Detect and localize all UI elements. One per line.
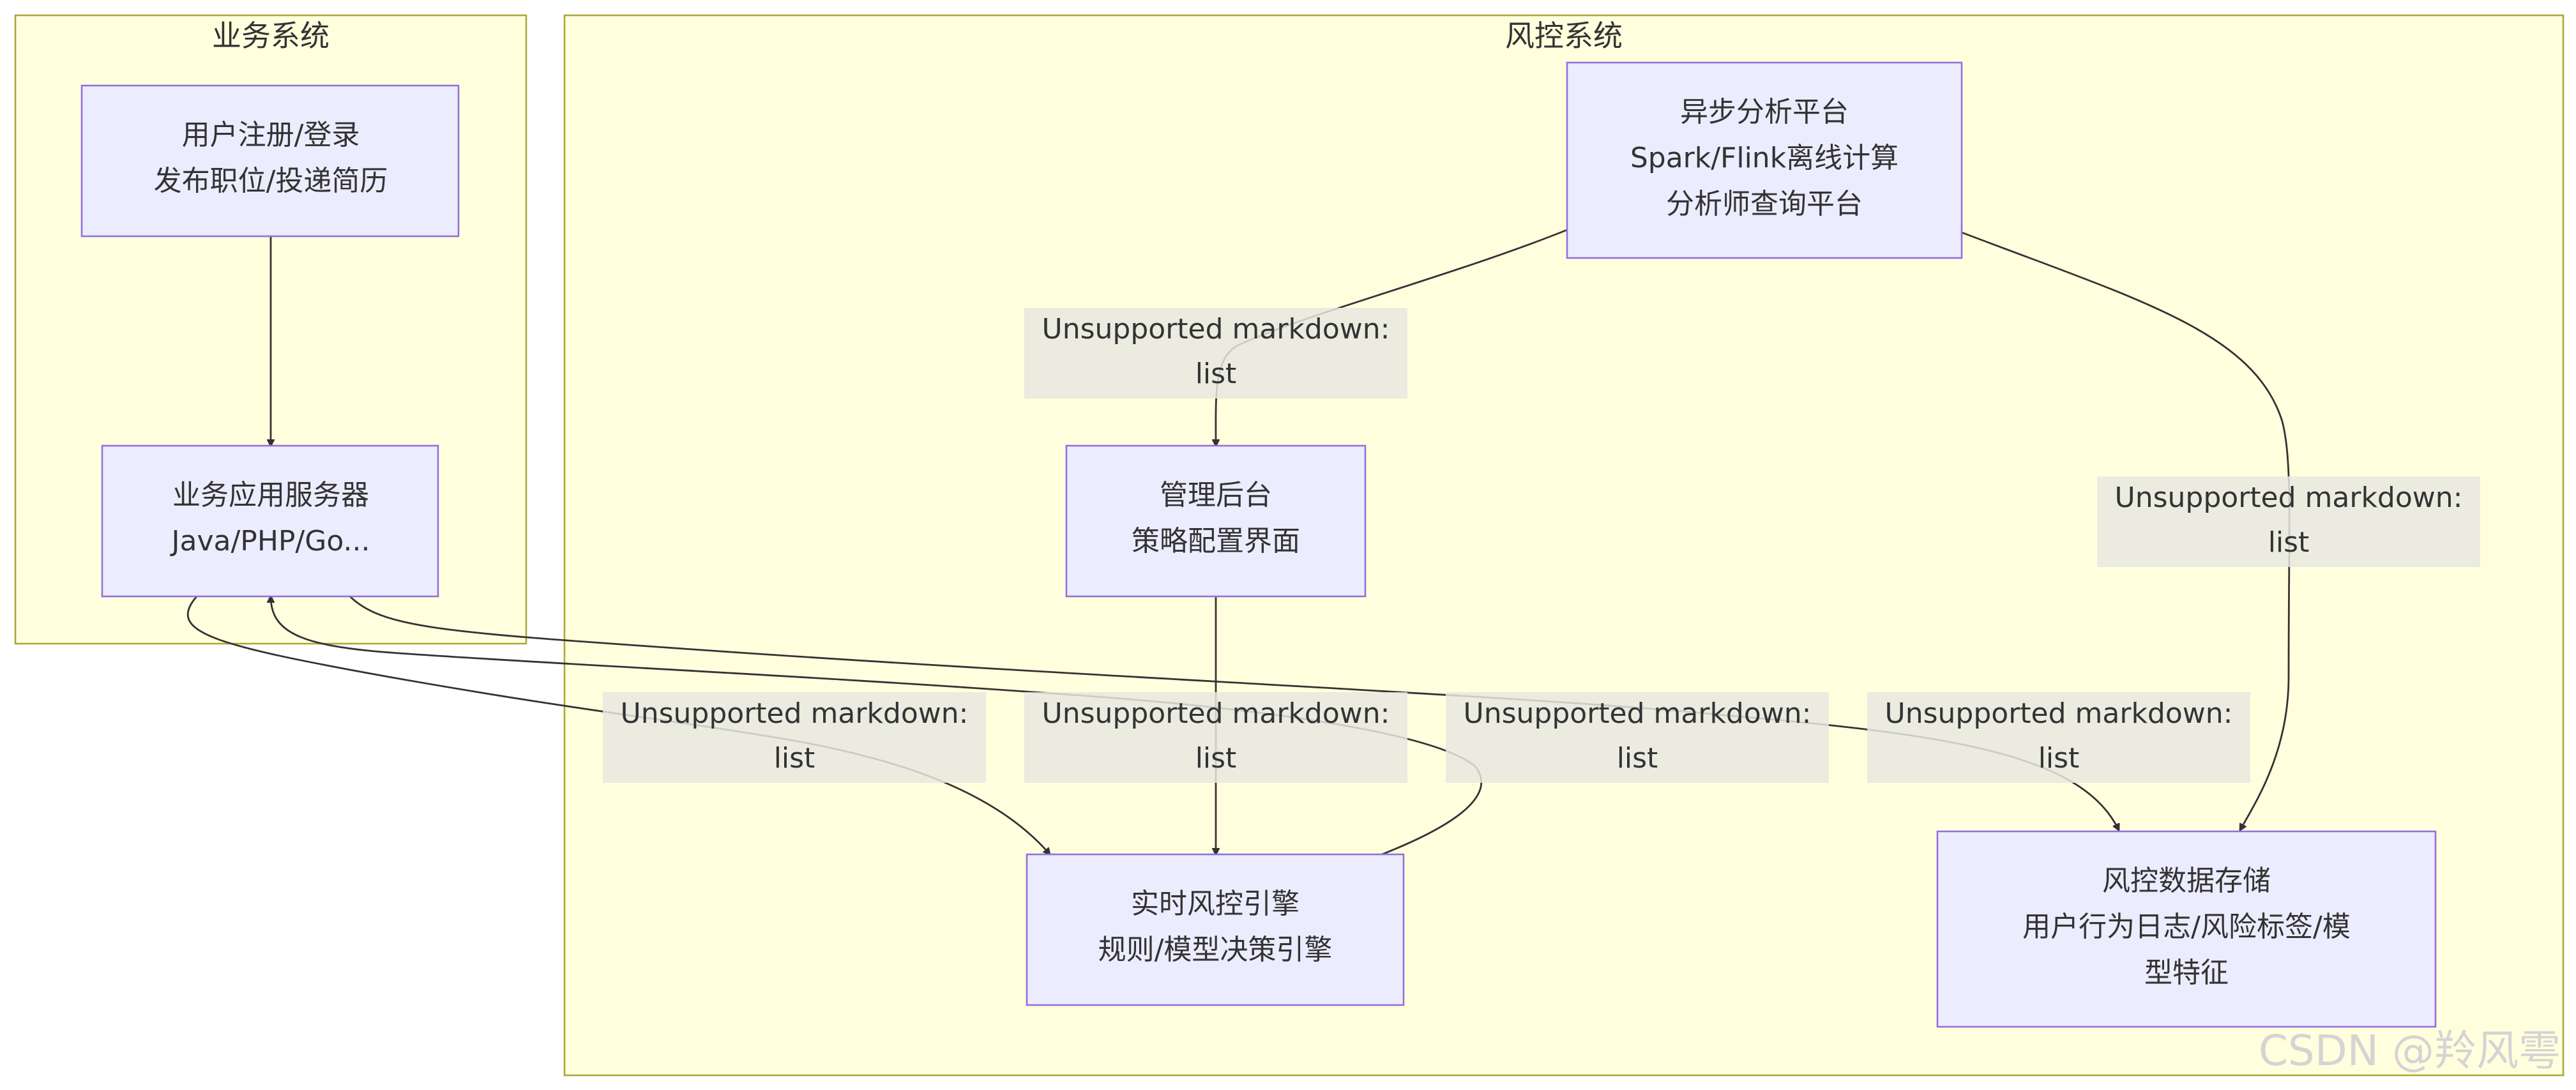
edge-label-line: list	[2038, 742, 2080, 775]
edge-label-line: Unsupported markdown:	[1042, 313, 1390, 345]
csdn-watermark: CSDN @羚风雩	[2259, 1026, 2561, 1075]
edge-label-app-engine: Unsupported markdown: list	[603, 692, 986, 783]
edge-label-line: Unsupported markdown:	[1885, 697, 2233, 730]
edge-async-to-storage	[1961, 231, 2291, 830]
node-text-line: 异步分析平台	[1680, 96, 1849, 128]
edge-label-line: list	[1617, 742, 1658, 775]
edge-label-line: list	[2268, 526, 2310, 559]
node-text-line: 用户行为日志/风险标签/模	[2022, 911, 2351, 943]
edge-label-line: Unsupported markdown:	[621, 697, 969, 730]
cluster-title-business: 业务系统	[212, 19, 330, 53]
node-text-line: 业务应用服务器	[172, 479, 369, 511]
edge-label-line: list	[1195, 358, 1237, 390]
node-text-line: 管理后台	[1160, 479, 1272, 511]
edge-label-line: list	[774, 742, 815, 775]
edge-label-line: list	[1195, 742, 1237, 775]
node-text-line: 风控数据存储	[2102, 865, 2271, 897]
edge-label-async-storage: Unsupported markdown: list	[2097, 476, 2480, 567]
node-text-line: 发布职位/投递简历	[154, 165, 388, 197]
node-app-server[interactable]: 业务应用服务器 Java/PHP/Go...	[101, 444, 439, 598]
node-text-line: 实时风控引擎	[1131, 888, 1299, 920]
node-text-line: 规则/模型决策引擎	[1098, 934, 1333, 966]
edge-label-async-admin: Unsupported markdown: list	[1024, 308, 1407, 398]
node-text-line: 型特征	[2144, 957, 2229, 989]
node-async-analysis-platform[interactable]: 异步分析平台 Spark/Flink离线计算 分析师查询平台	[1566, 61, 1963, 259]
node-text-line: Spark/Flink离线计算	[1630, 142, 1898, 174]
edge-label-line: Unsupported markdown:	[2115, 481, 2463, 514]
node-text-line: 用户注册/登录	[182, 119, 360, 151]
node-realtime-risk-engine[interactable]: 实时风控引擎 规则/模型决策引擎	[1026, 853, 1405, 1006]
node-admin-console[interactable]: 管理后台 策略配置界面	[1065, 444, 1367, 598]
node-text-line: Java/PHP/Go...	[170, 525, 370, 557]
edge-label-line: Unsupported markdown:	[1042, 697, 1390, 730]
cluster-title-risk: 风控系统	[1505, 19, 1623, 53]
node-user-registration[interactable]: 用户注册/登录 发布职位/投递简历	[80, 84, 460, 238]
edge-label-engine-app: Unsupported markdown: list	[1446, 692, 1829, 783]
node-risk-data-storage[interactable]: 风控数据存储 用户行为日志/风险标签/模 型特征	[1936, 830, 2437, 1028]
edge-label-line: Unsupported markdown:	[1464, 697, 1812, 730]
edge-label-admin-engine: Unsupported markdown: list	[1024, 692, 1407, 783]
node-text-line: 分析师查询平台	[1666, 188, 1863, 220]
edge-label-app-storage: Unsupported markdown: list	[1867, 692, 2250, 783]
node-text-line: 策略配置界面	[1132, 525, 1300, 557]
